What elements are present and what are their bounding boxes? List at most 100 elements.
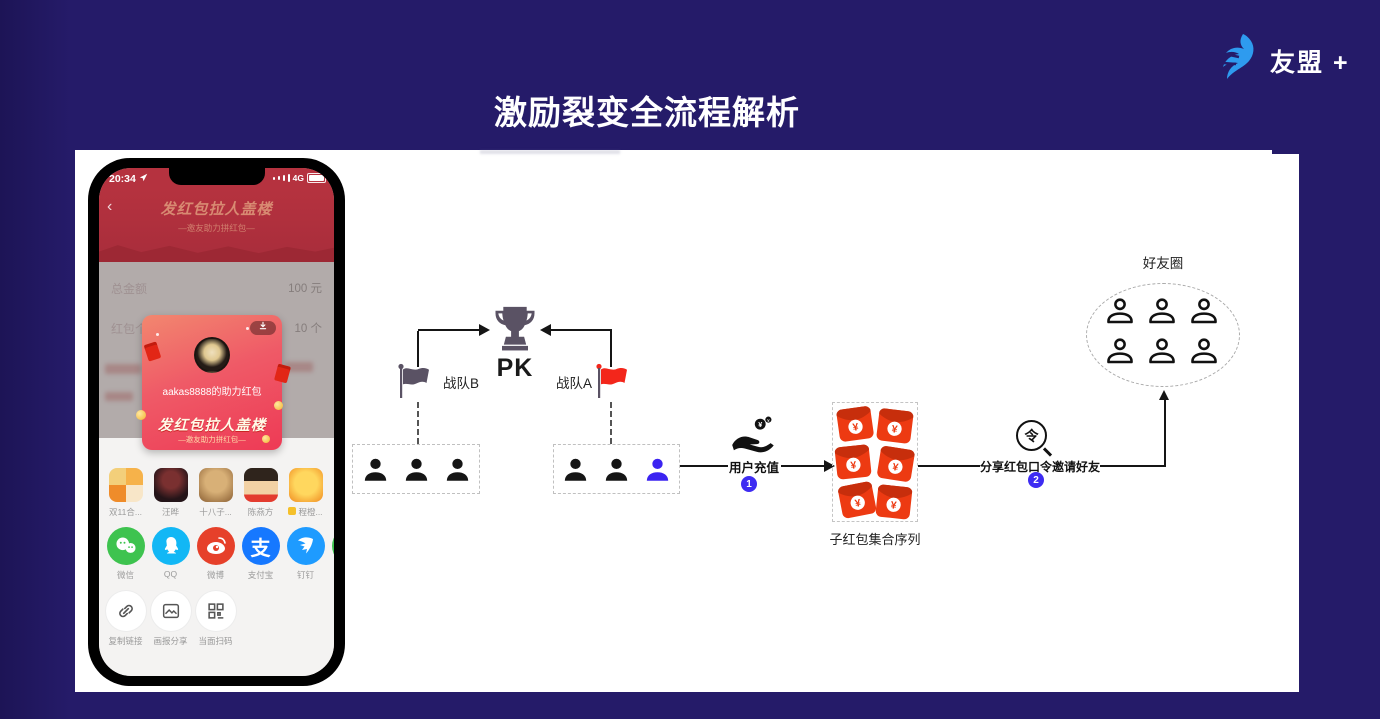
miniapp-badge-icon	[288, 507, 297, 515]
arrowhead-right-icon	[479, 324, 490, 336]
svg-text:¥: ¥	[850, 460, 857, 472]
hand-coins-icon: ¥ ¥	[730, 416, 776, 459]
umeng-bird-icon	[1213, 33, 1261, 88]
channel-name: QQ	[163, 569, 178, 579]
contact-name: 陈燕方	[247, 507, 274, 517]
contact-name: 双11合...	[109, 507, 142, 517]
svg-text:¥: ¥	[891, 424, 898, 436]
connector-line	[550, 329, 612, 331]
share-contact[interactable]: 汪晔	[148, 468, 193, 518]
step1-label: 用户充值	[728, 461, 779, 475]
friend-icon	[1189, 337, 1219, 365]
friend-icon	[1147, 297, 1177, 325]
phone-screen: 20:34 4G ‹	[99, 168, 334, 676]
contact-avatar	[108, 468, 143, 502]
gold-coin-icon	[274, 401, 283, 410]
svg-text:¥: ¥	[891, 462, 899, 474]
share-channel-partial[interactable]	[328, 527, 334, 581]
share-sheet: 双11合... 汪晔 十八子... 陈燕方	[99, 438, 334, 676]
dashed-connector	[417, 402, 419, 444]
campaign-header: ‹ 发红包拉人盖楼 —邀友助力拼红包—	[99, 190, 334, 262]
phone-mockup: 20:34 4G ‹	[88, 158, 345, 686]
channel-name: 钉钉	[296, 570, 314, 580]
card-owner-text: aakas8888的助力红包	[162, 387, 262, 398]
red-envelope-icon: ¥	[874, 441, 917, 484]
svg-text:¥: ¥	[852, 422, 859, 434]
signal-bar-icon	[272, 176, 275, 180]
sparkle-icon	[246, 327, 249, 330]
share-contact[interactable]: 双11合...	[103, 468, 148, 518]
friend-icon	[1105, 337, 1135, 365]
top-remnant	[480, 150, 620, 154]
envelope-group-label: 子红包集合序列	[829, 532, 921, 547]
copy-link-action[interactable]: 复制链接	[103, 591, 148, 647]
signal-bar-icon	[282, 175, 285, 181]
arrowhead-left-icon	[540, 324, 551, 336]
page-title: 激励裂变全流程解析	[494, 94, 800, 131]
envelope-collection-box	[832, 402, 918, 522]
friend-circle-ellipse	[1086, 283, 1240, 387]
red-envelope-icon: ¥	[874, 404, 916, 446]
download-button[interactable]	[250, 321, 276, 335]
pk-label: PK	[496, 354, 534, 382]
token-magnifier-icon: 令	[1016, 420, 1053, 457]
share-contact-partial[interactable]	[328, 468, 334, 518]
channel-icon	[331, 527, 334, 565]
contact-avatar	[198, 468, 233, 502]
dim-text-smudge	[105, 364, 141, 374]
contact-avatar	[288, 468, 323, 502]
phone-notch	[168, 168, 265, 185]
campaign-title: 发红包拉人盖楼	[160, 201, 273, 218]
connector-line	[1100, 465, 1166, 467]
arrowhead-right-icon	[824, 460, 835, 472]
campaign-subtitle: —邀友助力拼红包—	[178, 223, 255, 233]
umeng-logo: 友盟 +	[1213, 33, 1350, 88]
share-contact[interactable]: 程橙...	[283, 468, 328, 518]
action-name: 复制链接	[108, 636, 143, 646]
qr-code-action[interactable]: 当面扫码	[193, 591, 238, 647]
team-b-members-box	[352, 444, 480, 494]
weibo-icon	[196, 527, 235, 565]
member-icon	[403, 457, 430, 482]
back-chevron-icon[interactable]: ‹	[107, 198, 113, 215]
red-envelope-icon: ¥	[835, 477, 880, 522]
image-icon	[150, 591, 191, 631]
share-channel-wechat[interactable]: 微信	[103, 527, 148, 581]
dashed-connector	[610, 402, 612, 444]
contact-avatar	[243, 468, 278, 502]
channel-name: 微博	[206, 570, 224, 580]
red-envelope-decoration-icon	[143, 341, 162, 362]
content-panel: 20:34 4G ‹	[75, 150, 1299, 692]
contact-avatar	[153, 468, 188, 502]
member-icon	[562, 457, 589, 482]
share-channel-qq[interactable]: QQ	[148, 527, 193, 581]
friend-icon	[1105, 297, 1135, 325]
svg-text:¥: ¥	[854, 498, 862, 510]
svg-text:¥: ¥	[758, 420, 762, 429]
friend-icon	[1147, 337, 1177, 365]
connector-line	[680, 465, 728, 467]
share-channel-dingtalk[interactable]: 钉钉	[283, 527, 328, 581]
share-contact[interactable]: 十八子...	[193, 468, 238, 518]
share-channel-alipay[interactable]: 支 支付宝	[238, 527, 283, 581]
channel-name: 微信	[116, 570, 134, 580]
logo-text: 友盟 +	[1270, 48, 1350, 77]
share-channel-weibo[interactable]: 微博	[193, 527, 238, 581]
trophy-icon	[488, 303, 542, 360]
total-amount-label: 总金额	[111, 282, 148, 296]
svg-text:¥: ¥	[767, 418, 770, 423]
poster-share-action[interactable]: 画报分享	[148, 591, 193, 647]
share-contact[interactable]: 陈燕方	[238, 468, 283, 518]
signal-bar-icon	[287, 174, 290, 182]
flow-diagram: PK 战队B 战队A	[75, 150, 1299, 692]
connector-line	[918, 465, 980, 467]
connector-line	[781, 465, 825, 467]
qr-code-icon	[195, 591, 236, 631]
team-b-flag-icon	[397, 363, 439, 404]
dim-text-smudge	[285, 362, 313, 372]
download-icon	[257, 319, 269, 337]
team-a-label: 战队A	[555, 376, 592, 391]
panel-notch	[1272, 150, 1299, 154]
total-amount-value: 100 元	[288, 283, 322, 295]
link-icon	[105, 591, 146, 631]
